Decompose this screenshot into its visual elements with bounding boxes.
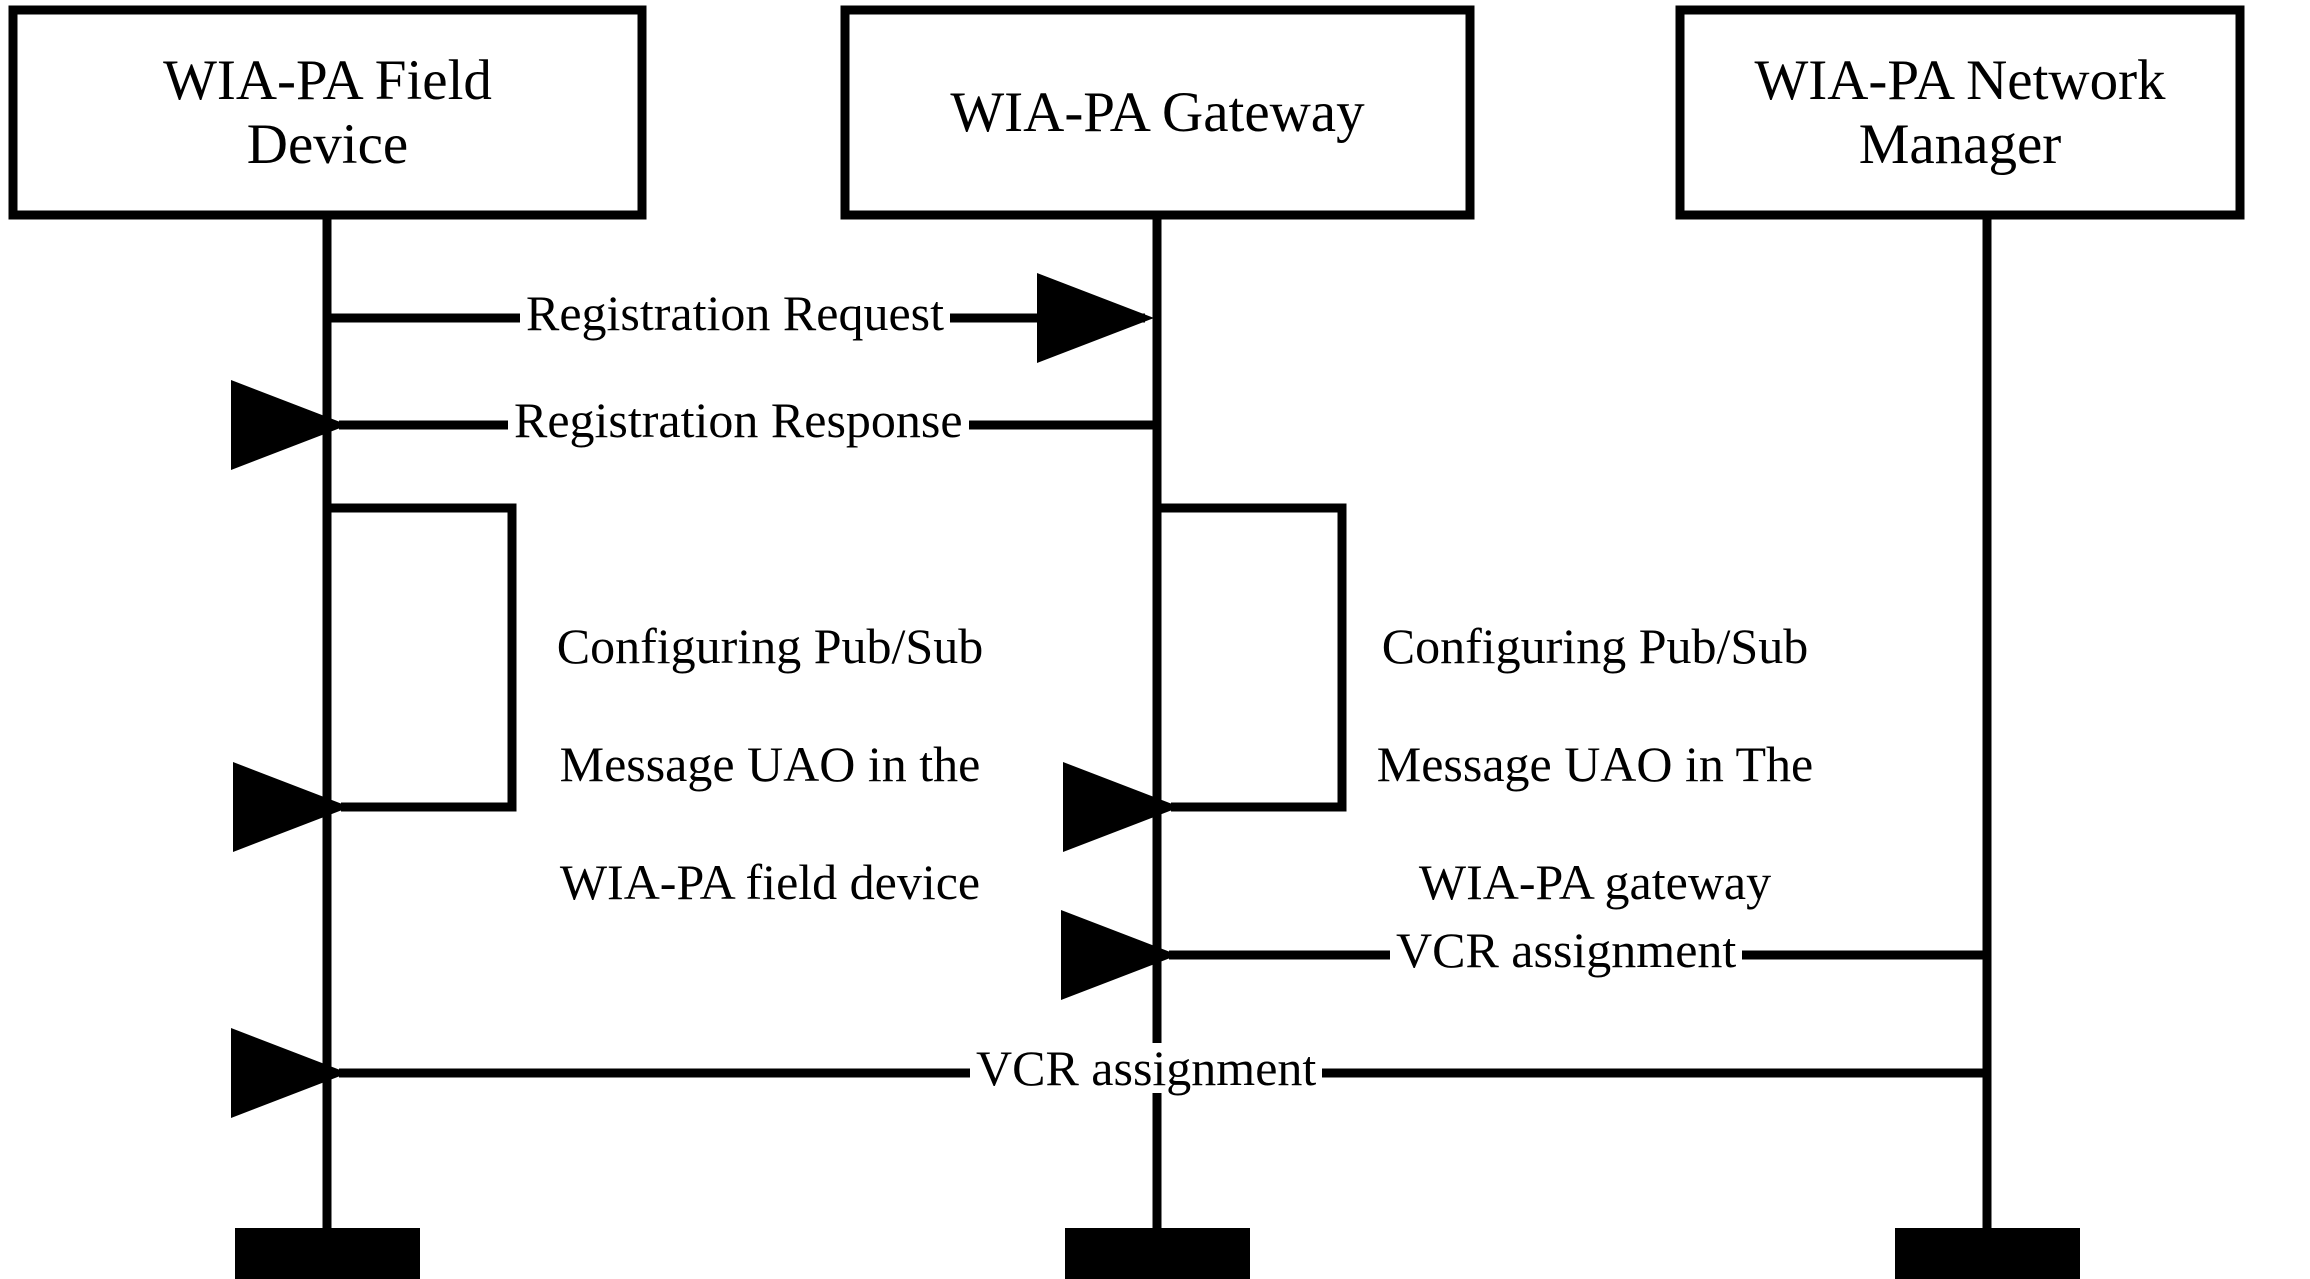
self-message-label-gateway-line1: Configuring Pub/Sub	[1381, 618, 1809, 674]
self-message-loop-field-device	[233, 503, 517, 852]
self-message-label-gateway-line3: WIA-PA gateway	[1418, 854, 1772, 910]
self-message-label-gateway: Configuring Pub/Sub Message UAO in The W…	[1360, 558, 1830, 971]
terminator-field-device	[235, 1228, 420, 1279]
lifeline-header-line1-gateway: WIA-PA Gateway	[950, 80, 1365, 144]
lifeline-header-field-device: WIA-PA Field Device	[13, 10, 642, 215]
message-label-registration-response: Registration Response	[508, 395, 969, 445]
lifeline-header-line1-field-device: WIA-PA Field	[163, 48, 492, 112]
message-label-vcr-assignment-gateway: VCR assignment	[1390, 925, 1743, 975]
lifeline-header-boxes	[8, 5, 2245, 220]
self-message-label-gateway-line2: Message UAO in The	[1376, 736, 1814, 792]
self-message-loop-gateway	[1063, 503, 1347, 852]
lifeline-box-field-device	[8, 5, 647, 220]
self-message-label-field-device-line1: Configuring Pub/Sub	[556, 618, 984, 674]
lifeline-header-line1-network-manager: WIA-PA Network	[1754, 48, 2166, 112]
lifeline-box-network-manager	[1675, 5, 2245, 220]
self-message-label-field-device-line3: WIA-PA field device	[559, 854, 981, 910]
lifeline-header-label-network-manager: WIA-PA Network Manager	[1754, 49, 2165, 177]
terminator-gateway	[1065, 1228, 1250, 1279]
terminator-blocks	[235, 1228, 2080, 1279]
terminator-network-manager	[1895, 1228, 2080, 1279]
lifeline-header-gateway: WIA-PA Gateway	[845, 10, 1470, 215]
message-label-vcr-assignment-field-device: VCR assignment	[970, 1043, 1323, 1093]
lifeline-header-label-field-device: WIA-PA Field Device	[163, 49, 492, 177]
self-message-label-field-device: Configuring Pub/Sub Message UAO in the W…	[535, 558, 1005, 971]
lifeline-header-label-gateway: WIA-PA Gateway	[950, 81, 1364, 145]
self-message-label-field-device-line2: Message UAO in the	[559, 736, 981, 792]
lifeline-box-gateway	[840, 5, 1475, 220]
message-label-registration-request: Registration Request	[520, 288, 950, 338]
lifeline-header-network-manager: WIA-PA Network Manager	[1680, 10, 2240, 215]
lifeline-header-line2-field-device: Device	[246, 112, 409, 176]
lifeline-header-line2-network-manager: Manager	[1858, 112, 2062, 176]
